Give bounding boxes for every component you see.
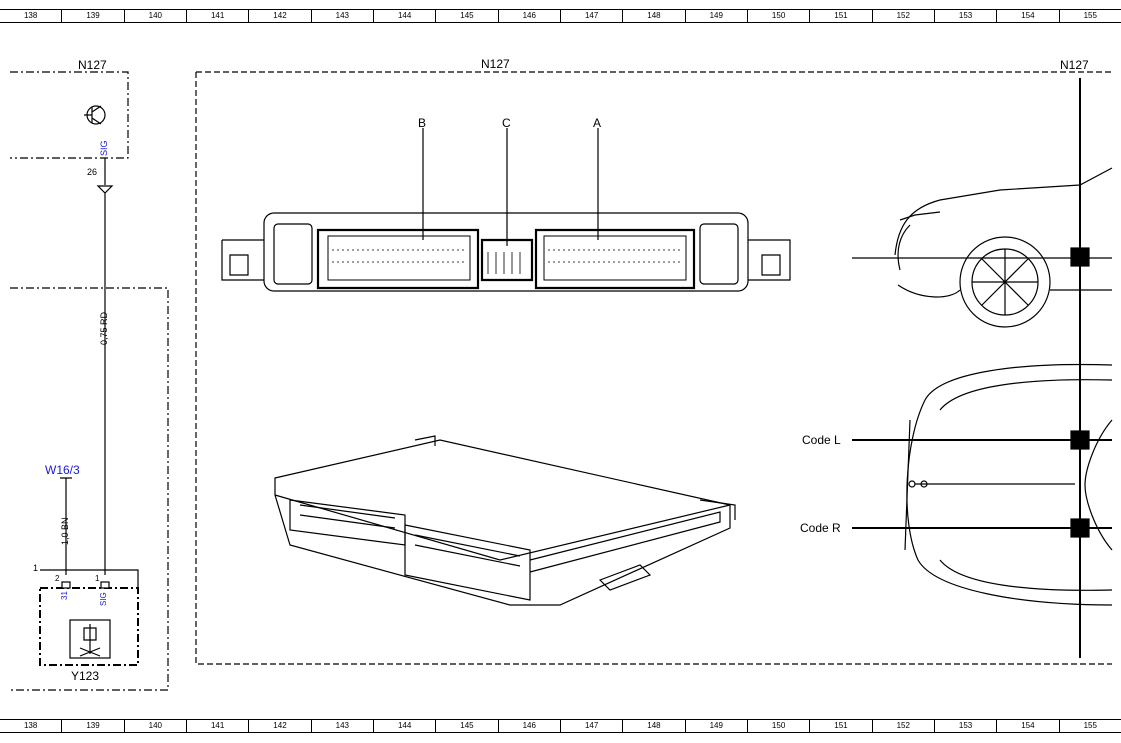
solenoid-valve-icon — [69, 619, 111, 659]
grid-column-label: 155 — [1058, 720, 1121, 732]
component-label-y123: Y123 — [71, 669, 100, 683]
grid-column-label: 143 — [310, 720, 373, 732]
plug-number: 1 — [33, 563, 39, 573]
code-label-right: Code R — [800, 521, 841, 535]
marker-side — [1070, 247, 1090, 267]
pin-label-26: 26 — [87, 167, 98, 177]
grid-column-label: 150 — [746, 720, 809, 732]
grid-column-label: 142 — [248, 720, 310, 732]
connector-c-outline — [480, 238, 534, 282]
grid-column-label: 138 — [23, 721, 38, 730]
n127-center-box — [195, 71, 1112, 665]
grid-column-label: 142 — [248, 10, 310, 22]
grid-column-label: 154 — [996, 720, 1058, 732]
connector-pins — [332, 249, 682, 274]
ground-wire — [60, 477, 72, 575]
grid-column-label: 147 — [559, 10, 622, 22]
n127-left-box — [10, 71, 129, 159]
grid-column-label: 139 — [61, 720, 123, 732]
grid-column-label: 148 — [622, 720, 684, 732]
grid-column-label: 153 — [933, 720, 996, 732]
marker-code-r — [1070, 518, 1090, 538]
grid-column-label: 143 — [310, 10, 373, 22]
component-label-n127-right: N127 — [1060, 58, 1089, 72]
grid-column-label: 146 — [497, 10, 560, 22]
ecu-isometric — [274, 435, 736, 606]
y123-dashed-box — [39, 587, 139, 666]
grid-column-label: 141 — [185, 10, 248, 22]
grid-column-label: 154 — [996, 10, 1058, 22]
grid-column-label: 140 — [123, 10, 186, 22]
grid-column-label: 150 — [746, 10, 809, 22]
component-label-n127-center: N127 — [481, 57, 510, 71]
ecu-connector-front — [221, 128, 791, 292]
pin-label-2: 2 — [55, 574, 60, 583]
y123-box — [40, 569, 139, 588]
marker-code-l — [1070, 430, 1090, 450]
grid-column-label: 139 — [61, 10, 123, 22]
grid-column-label: 149 — [684, 10, 747, 22]
grid-column-label: 141 — [185, 720, 248, 732]
grid-column-label: 138 — [23, 11, 38, 20]
pin-label-1: 1 — [95, 574, 100, 583]
grid-column-label: 152 — [871, 720, 934, 732]
grid-column-label: 153 — [933, 10, 996, 22]
connector-label-b: B — [418, 116, 427, 130]
connector-a-outline — [534, 228, 696, 290]
signal-label-bottom: SIG — [99, 592, 108, 606]
connector-label-c: C — [502, 116, 511, 130]
grid-column-label: 145 — [435, 10, 497, 22]
grid-column-label: 151 — [809, 10, 871, 22]
grid-column-label: 145 — [435, 720, 497, 732]
grid-column-label: 146 — [497, 720, 560, 732]
connector-b-outline — [316, 228, 480, 290]
grid-column-label: 155 — [1058, 10, 1121, 22]
signal-label-top: SIG — [99, 140, 109, 156]
transistor-icon — [84, 105, 106, 125]
grid-column-label: 147 — [559, 720, 622, 732]
left-region-box — [10, 287, 169, 691]
grid-column-label: 149 — [684, 720, 747, 732]
component-label-n127-left: N127 — [78, 58, 107, 72]
component-label-w16-3: W16/3 — [45, 463, 80, 477]
wire-label-main: 0,75 RD — [99, 311, 109, 345]
grid-column-label: 151 — [809, 720, 871, 732]
connector-label-a: A — [593, 116, 602, 130]
code-label-left: Code L — [802, 433, 841, 447]
grid-column-label: 144 — [372, 10, 435, 22]
grid-column-label: 144 — [372, 720, 435, 732]
grid-column-label: 140 — [123, 720, 186, 732]
wire-label-ground: 1,0 BN — [60, 517, 70, 545]
ground-signal-label: 31 — [60, 591, 69, 600]
grid-column-label: 148 — [622, 10, 684, 22]
connector-arrow — [96, 185, 114, 194]
grid-column-label: 152 — [871, 10, 934, 22]
